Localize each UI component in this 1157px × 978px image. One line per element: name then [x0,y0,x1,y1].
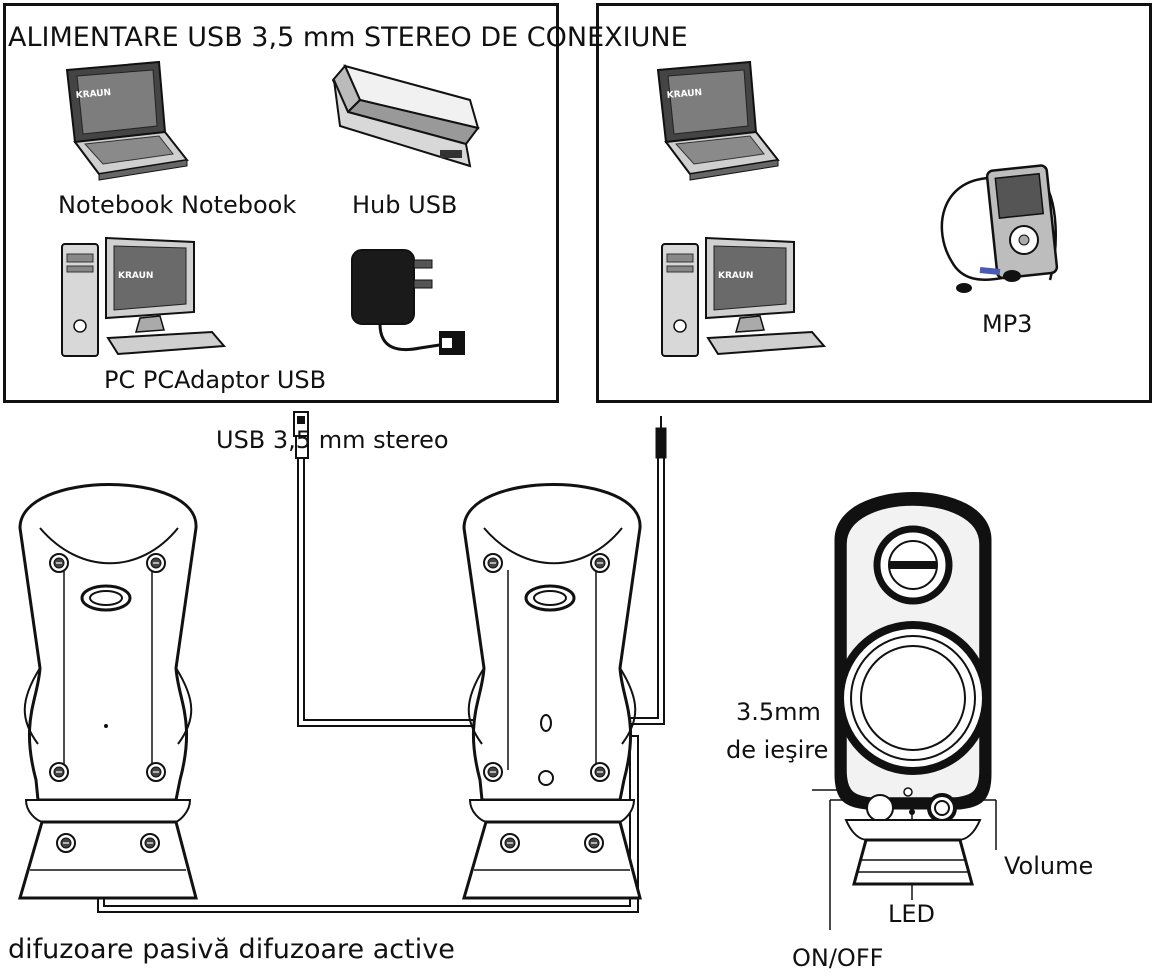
pc-logo: KRAUN [118,271,153,281]
usb-hub-icon [331,64,480,168]
usb-power-panel [3,3,559,403]
mp3-label: MP3 [982,310,1033,338]
pc-adapter-label: PC PCAdaptor USB [104,366,327,394]
hub-label: Hub USB [352,191,458,219]
speakers-label: difuzoare pasivă difuzoare active [8,934,455,965]
speaker-back-icon [462,483,642,900]
output-label-line2: de ieşire [726,736,829,764]
pc-logo: KRAUN [718,271,753,281]
usb-adapter-icon [351,249,465,355]
desktop-pc-icon [61,237,225,357]
laptop-logo: KRAUN [75,88,111,101]
usb-stereo-label: USB 3,5 mm stereo [216,426,449,454]
mp3-player-icon [940,164,1059,293]
laptop-icon [66,61,188,181]
stereo-connection-panel [596,3,1152,403]
notebook-label: Notebook Notebook [58,191,297,219]
desktop-pc-icon [661,237,825,357]
output-label-line1: 3.5mm [736,698,821,726]
laptop-icon [657,61,779,181]
usb-plug-icon [293,411,309,459]
laptop-logo: KRAUN [666,88,702,101]
onoff-label: ON/OFF [792,944,884,972]
diagram-title: ALIMENTARE USB 3,5 mm STEREO DE CONEXIUN… [8,22,688,53]
volume-label: Volume [1004,852,1094,880]
speaker-front-icon [834,492,992,886]
speaker-back-icon [18,483,198,900]
led-label: LED [888,900,936,928]
jack-plug-icon [655,416,667,459]
